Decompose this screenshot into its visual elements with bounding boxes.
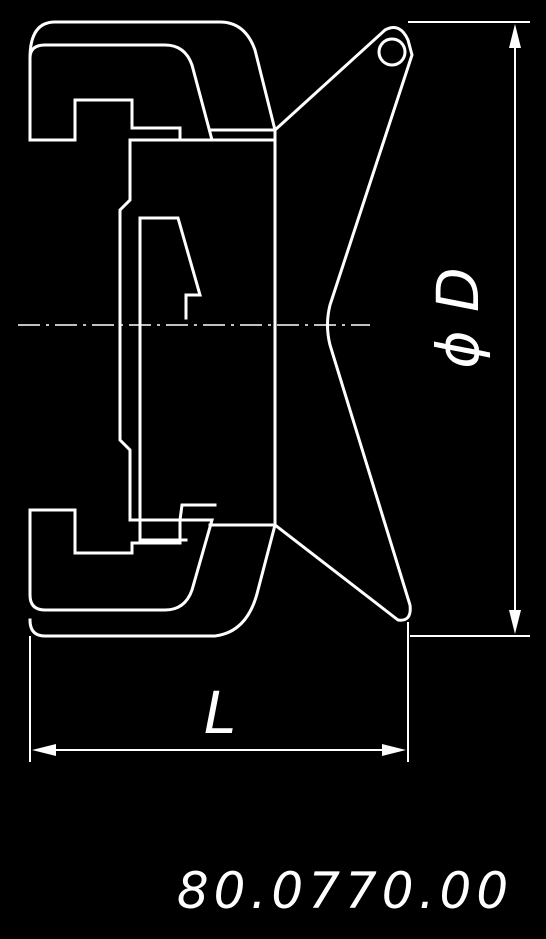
wing-lever	[272, 26, 414, 622]
diameter-arrow-bottom-icon	[509, 610, 521, 634]
length-dimension: L	[29, 622, 409, 762]
seal-outline	[118, 138, 277, 522]
upper-claw-outline	[28, 43, 214, 142]
seal-lip-upper	[138, 216, 202, 320]
seal-lip-lower	[138, 216, 188, 542]
lower-claw-outline	[28, 508, 214, 612]
wing-outline	[272, 26, 414, 622]
diameter-dimension: ϕ D	[408, 21, 530, 637]
pin-hole-icon	[377, 37, 407, 67]
length-arrow-right-icon	[382, 744, 406, 756]
length-label: L	[204, 679, 236, 747]
diameter-arrow-top-icon	[509, 24, 521, 48]
inner-seal	[118, 138, 277, 542]
part-number: 80.0770.00	[177, 862, 513, 920]
coupling-body	[28, 20, 277, 638]
diameter-label: ϕ D	[424, 267, 492, 368]
length-arrow-left-icon	[32, 744, 56, 756]
